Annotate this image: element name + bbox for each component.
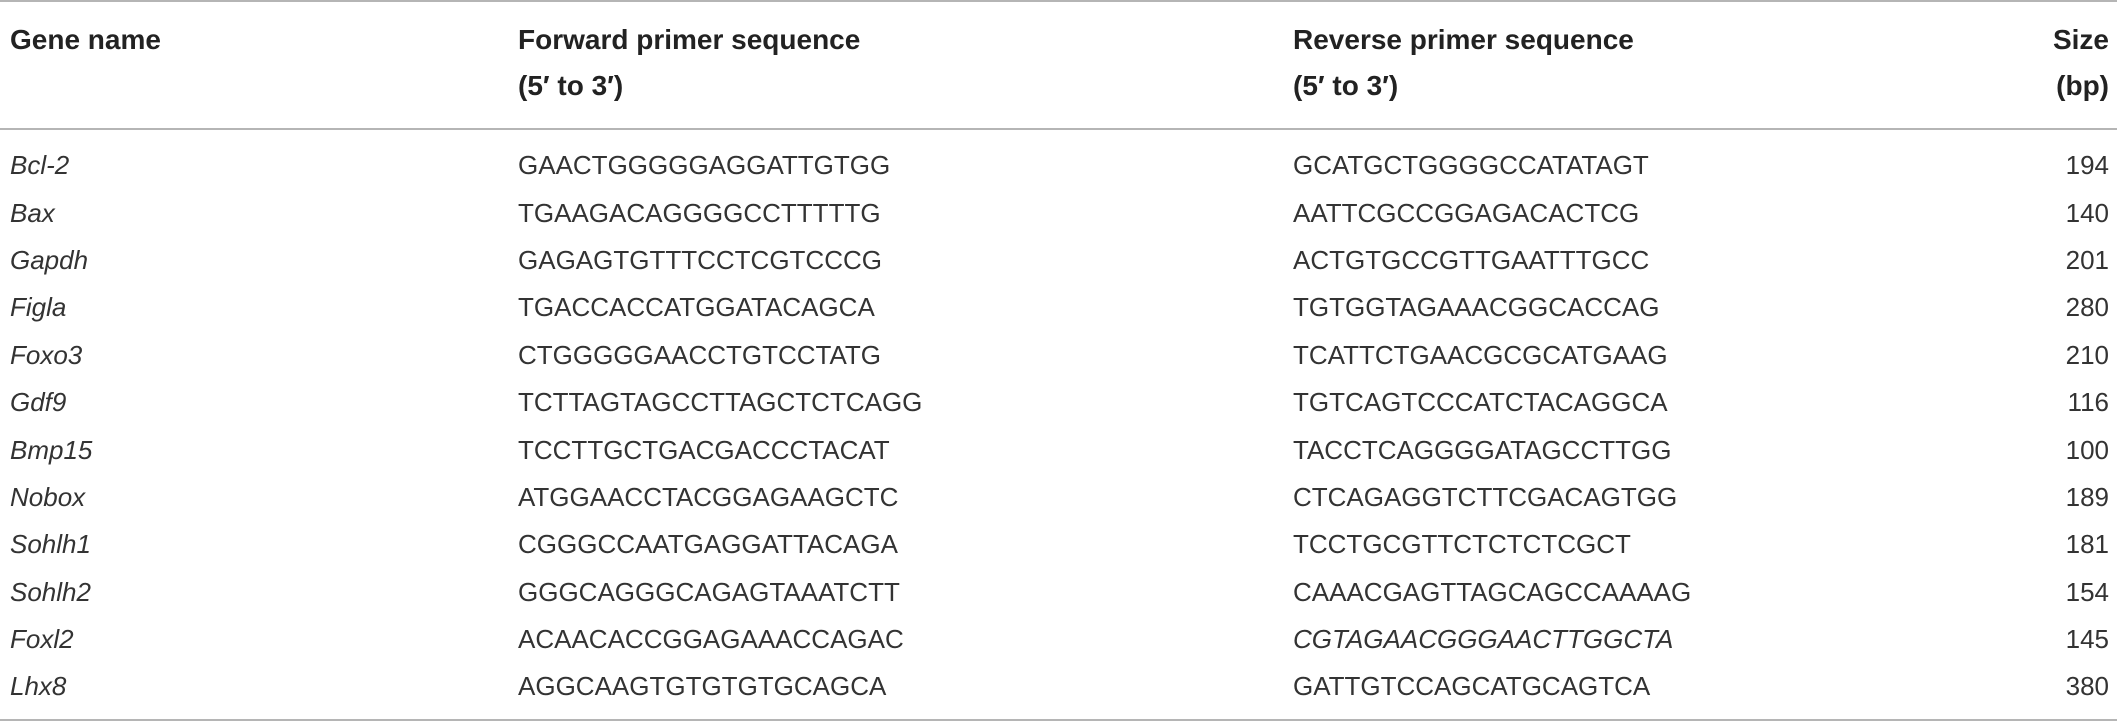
forward-primer-cell: ACAACACCGGAGAAACCAGAC [518,624,904,655]
header-row: Gene name Forward primer sequence Revers… [0,0,2117,70]
forward-primer-cell: TCTTAGTAGCCTTAGCTCTCAGG [518,387,923,418]
forward-primer-cell: ATGGAACCTACGGAGAAGCTC [518,481,899,512]
forward-primer-cell: GGGCAGGGCAGAGTAAATCTT [518,576,900,607]
reverse-primer-cell: AATTCGCCGGAGACACTCG [1293,197,1640,228]
size-cell: 181 [2065,529,2109,560]
gene-name-cell: Figla [10,292,67,323]
gene-name-cell: Foxo3 [10,339,83,370]
reverse-primer-cell: GATTGTCCAGCATGCAGTCA [1283,663,2013,721]
table-header: Gene name Forward primer sequence Revers… [0,0,2117,130]
gene-name-cell: Gapdh [10,244,89,275]
table-row: Sohlh1 CGGGCCAATGAGGATTACAGA TCCTGCGTTCTCT… [0,521,2117,568]
forward-primer-cell: AGGCAAGTGTGTGTGCAGCA [508,663,1283,721]
gene-name-cell: Sohlh1 [10,529,91,560]
table-row: Bcl-2 GAACTGGGGGAGGATTGTGG GCATGCTGGGGCCAT… [0,129,2117,189]
header-size: Size [2013,0,2117,70]
reverse-primer-cell: TCATTCTGAACGCGCATGAAG [1293,339,1668,370]
size-cell: 154 [2065,576,2109,607]
reverse-primer-cell: GCATGCTGGGGCCATATAGT [1293,150,1649,181]
gene-name-cell: Bcl-2 [10,150,70,181]
table-row: Nobox ATGGAACCTACGGAGAAGCTC CTCAGAGGTCTTCG… [0,474,2117,521]
reverse-primer-cell: ACTGTGCCGTTGAATTTGCC [1293,244,1650,275]
forward-primer-cell: TGACCACCATGGATACAGCA [518,292,875,323]
size-cell: 210 [2065,339,2109,370]
forward-primer-cell: TCCTTGCTGACGACCCTACAT [518,434,890,465]
reverse-primer-cell: CTCAGAGGTCTTCGACAGTGG [1293,481,1678,512]
forward-primer-cell: GAACTGGGGGAGGATTGTGG [518,150,891,181]
gene-name-cell: Nobox [10,481,86,512]
header-size-unit: (bp) [2013,70,2117,130]
gene-name-cell: Foxl2 [10,624,74,655]
table-row: Gapdh GAGAGTGTTTCCTCGTCCCG ACTGTGCCGTTGAAT… [0,237,2117,284]
table-body: Bcl-2 GAACTGGGGGAGGATTGTGG GCATGCTGGGGCCAT… [0,129,2117,721]
size-cell: 194 [2065,150,2109,181]
table-row: Gdf9 TCTTAGTAGCCTTAGCTCTCAGG TGTCAGTCCCATC… [0,379,2117,426]
header-reverse-primer: Reverse primer sequence [1283,0,2013,70]
size-cell: 140 [2065,197,2109,228]
gene-name-cell: Bax [10,197,55,228]
forward-primer-cell: TGAAGACAGGGGCCTTTTTG [518,197,881,228]
gene-name-cell: Bmp15 [10,434,93,465]
table-row: Sohlh2 GGGCAGGGCAGAGTAAATCTT CAAACGAGTTAGC… [0,569,2117,616]
forward-primer-cell: GAGAGTGTTTCCTCGTCCCG [518,244,882,275]
table-row: Bax TGAAGACAGGGGCCTTTTTG AATTCGCCGGAGACACT… [0,189,2117,236]
gene-name-cell: Sohlh2 [10,576,91,607]
table-row: Foxo3 CTGGGGGAACCTGTCCTATG TCATTCTGAACGCGC… [0,332,2117,379]
size-cell: 201 [2065,244,2109,275]
header-reverse-unit: (5′ to 3′) [1283,70,2013,130]
size-cell: 280 [2065,292,2109,323]
table-row: Figla TGACCACCATGGATACAGCA TGTGGTAGAAACGGC… [0,284,2117,331]
header-gene-name-sub [0,70,508,130]
size-cell: 100 [2065,434,2109,465]
size-cell: 380 [2013,663,2117,721]
header-gene-name: Gene name [0,0,508,70]
gene-name-cell: Lhx8 [0,663,508,721]
reverse-primer-cell: TCCTGCGTTCTCTCTCGCT [1293,529,1631,560]
reverse-primer-cell: CAAACGAGTTAGCAGCCAAAAG [1293,576,1692,607]
table-row: Bmp15 TCCTTGCTGACGACCCTACAT TACCTCAGGGGATA… [0,426,2117,473]
forward-primer-cell: CTGGGGGAACCTGTCCTATG [518,339,882,370]
header-forward-unit: (5′ to 3′) [508,70,1283,130]
header-subrow: (5′ to 3′) (5′ to 3′) (bp) [0,70,2117,130]
reverse-primer-cell: CGTAGAACGGGAACTTGGCTA [1293,624,1674,655]
size-cell: 189 [2065,481,2109,512]
reverse-primer-cell: TGTGGTAGAAACGGCACCAG [1293,292,1660,323]
forward-primer-cell: CGGGCCAATGAGGATTACAGA [518,529,898,560]
table-row: Foxl2 ACAACACCGGAGAAACCAGAC CGTAGAACGGGAAC… [0,616,2117,663]
gene-name-cell: Gdf9 [10,387,67,418]
size-cell: 145 [2065,624,2109,655]
header-forward-primer: Forward primer sequence [508,0,1283,70]
size-cell: 116 [2067,387,2109,418]
reverse-primer-cell: TGTCAGTCCCATCTACAGGCA [1293,387,1668,418]
reverse-primer-cell: TACCTCAGGGGATAGCCTTGG [1293,434,1672,465]
